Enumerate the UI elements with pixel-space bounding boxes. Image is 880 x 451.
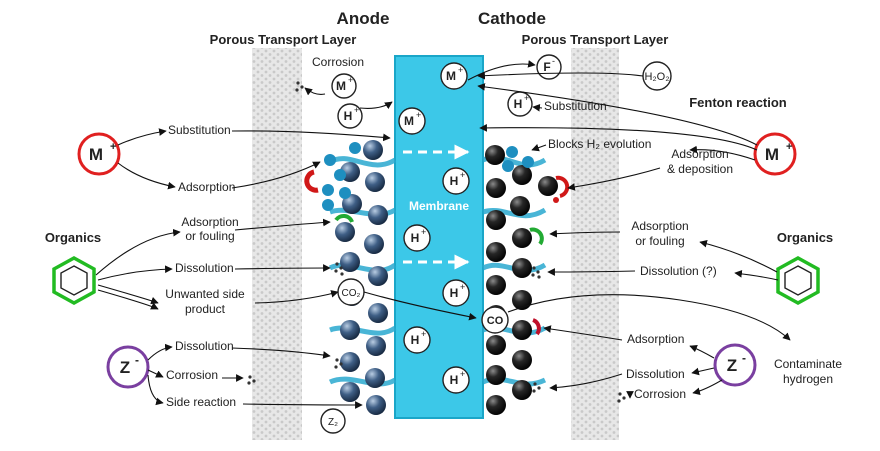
cathode-green-layer [529, 227, 544, 246]
svg-text:+: + [460, 170, 465, 180]
svg-text:Organics: Organics [777, 230, 833, 245]
label-adsorption-fouling-left: Adsorption [181, 215, 238, 229]
z-minus-right: Z - [713, 343, 757, 387]
label-contaminate-2: hydrogen [783, 372, 833, 386]
svg-text:Organics: Organics [45, 230, 101, 245]
svg-text:H: H [450, 373, 459, 387]
label-substitution-right: Substitution [544, 99, 607, 113]
svg-text:+: + [354, 105, 359, 115]
svg-text:+: + [110, 141, 116, 153]
label-dissolution-right: Dissolution [626, 367, 685, 381]
label-blocks-h2: Blocks H₂ evolution [548, 137, 651, 151]
svg-text:H: H [450, 174, 459, 188]
svg-text:+: + [460, 282, 465, 292]
cathode-catalyst-particles [485, 145, 558, 415]
svg-text:Z: Z [727, 356, 737, 375]
svg-text:+: + [421, 227, 426, 237]
svg-text:H: H [411, 231, 420, 245]
label-adsorption-right: Adsorption [627, 332, 684, 346]
svg-text:M: M [765, 145, 779, 164]
svg-text:+: + [460, 369, 465, 379]
ion-labels: M+ H+ M+ M+ F- H₂O₂ H+ H+ H+ H+ CO₂ H+ C… [328, 56, 670, 428]
m-plus-left: M + [77, 132, 121, 176]
anode-title: Anode [337, 9, 390, 28]
label-corrosion-top: Corrosion [312, 55, 364, 69]
label-side-reaction: Side reaction [166, 395, 236, 409]
svg-text:CO₂: CO₂ [342, 288, 361, 299]
anode-catalyst-particles [335, 140, 388, 415]
svg-text:M: M [446, 69, 456, 83]
svg-text:H₂O₂: H₂O₂ [644, 71, 669, 83]
svg-text:+: + [416, 110, 421, 120]
svg-text:+: + [786, 141, 792, 153]
cathode-red-layer [555, 175, 570, 198]
svg-text:Z: Z [120, 358, 130, 377]
svg-text:M: M [404, 114, 414, 128]
z-minus-left: Z - [106, 345, 150, 389]
left-arrows [95, 87, 477, 409]
label-corrosion-right: Corrosion [634, 387, 686, 401]
svg-text:M: M [89, 145, 103, 164]
cathode-red-co-layer [532, 318, 541, 336]
svg-text:-: - [135, 353, 139, 367]
m-plus-right: M + [753, 132, 797, 176]
label-adsorption-fouling-right-2: or fouling [635, 234, 684, 248]
membrane-label: Membrane [409, 199, 469, 213]
label-substitution-left: Substitution [168, 123, 231, 137]
label-contaminate: Contaminate [774, 357, 842, 371]
label-unwanted: Unwanted side [165, 287, 245, 301]
svg-text:Z₂: Z₂ [328, 417, 338, 428]
organics-left: Organics [45, 230, 101, 305]
label-adsorption-fouling-left-2: or fouling [185, 229, 234, 243]
svg-text:+: + [458, 65, 463, 75]
adsorbed-red-layer [304, 169, 319, 193]
svg-text:H: H [450, 286, 459, 300]
svg-text:H: H [344, 109, 353, 123]
label-adsorption-left: Adsorption [178, 180, 235, 194]
svg-text:CO: CO [487, 315, 504, 327]
label-adsorption-fouling-right: Adsorption [631, 219, 688, 233]
adsorbed-green-layer [334, 214, 354, 223]
cathode-red-dot [553, 197, 559, 203]
label-adsorption-deposition-2: & deposition [667, 162, 733, 176]
cathode-m-ions [502, 146, 534, 172]
right-arrows [467, 60, 791, 399]
dissolution-dots [247, 81, 626, 403]
svg-text:-: - [742, 351, 746, 365]
svg-text:-: - [552, 56, 555, 66]
anode-ptl-title: Porous Transport Layer [210, 32, 357, 47]
label-dissolution-left: Dissolution [175, 261, 234, 275]
cathode-ptl-title: Porous Transport Layer [522, 32, 669, 47]
anode-ptl [252, 48, 302, 440]
cathode-ptl [571, 48, 619, 440]
anode-ionomer [328, 156, 397, 387]
svg-text:+: + [348, 75, 353, 85]
cathode-title: Cathode [478, 9, 546, 28]
label-adsorption-deposition: Adsorption [671, 147, 728, 161]
label-fenton: Fenton reaction [689, 95, 787, 110]
svg-text:H: H [411, 333, 420, 347]
adsorbed-m-ions [322, 142, 361, 211]
ion-circles [320, 54, 672, 434]
label-dissolution-z-left: Dissolution [175, 339, 234, 353]
organics-right: Organics [776, 230, 833, 305]
svg-text:H: H [514, 97, 523, 111]
label-dissolution-q: Dissolution (?) [640, 264, 717, 278]
svg-text:F: F [543, 60, 550, 74]
svg-text:M: M [336, 79, 346, 93]
svg-text:+: + [421, 329, 426, 339]
label-corrosion-z-left: Corrosion [166, 368, 218, 382]
label-unwanted-2: product [185, 302, 226, 316]
svg-text:+: + [524, 93, 529, 103]
